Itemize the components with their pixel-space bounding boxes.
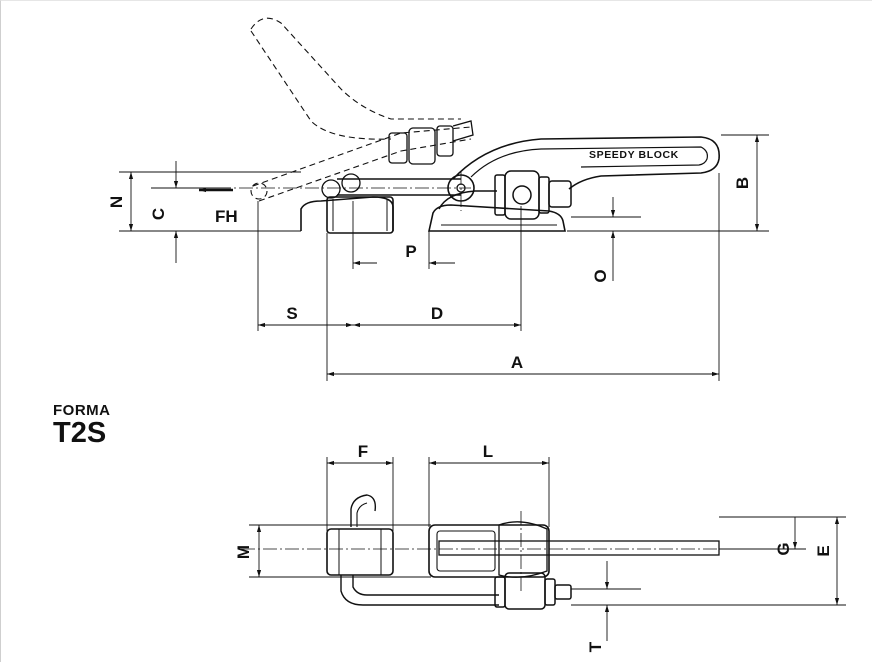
dim-T: T	[586, 641, 605, 652]
top-view	[241, 494, 761, 610]
open-handle-phantom	[250, 17, 472, 202]
dim-S: S	[286, 304, 297, 323]
dim-N: N	[107, 196, 126, 208]
force-label: FH	[215, 207, 238, 226]
base-plate	[428, 204, 566, 232]
clamp-body	[428, 524, 550, 578]
strap-rod	[337, 178, 461, 196]
hook-head	[326, 528, 394, 576]
dim-B: B	[733, 177, 752, 189]
closed-lever	[452, 136, 720, 190]
side-view	[151, 17, 720, 234]
lock-nut	[494, 170, 572, 220]
hook-curve	[350, 494, 377, 527]
hook-block	[326, 196, 394, 234]
dim-L: L	[483, 442, 493, 461]
dim-A: A	[511, 353, 523, 372]
phantom-nut	[388, 120, 474, 165]
form-model: T2S	[53, 417, 107, 449]
side-dimensions	[119, 134, 769, 381]
brand-label: SPEEDY BLOCK	[589, 149, 679, 161]
dim-F: F	[358, 442, 368, 461]
dim-M: M	[234, 545, 253, 559]
dim-G: G	[774, 542, 793, 555]
tension-rod	[438, 540, 720, 556]
top-nut	[494, 572, 572, 610]
dim-C: C	[149, 208, 168, 220]
form-title: FORMA T2S	[53, 403, 111, 448]
form-word: FORMA	[53, 402, 111, 419]
dim-E: E	[814, 545, 833, 556]
dim-P: P	[405, 242, 416, 261]
dim-D: D	[431, 304, 443, 323]
strap-bent	[340, 575, 499, 606]
top-dimensions	[249, 457, 846, 641]
dim-O: O	[591, 269, 610, 282]
hook-body	[300, 196, 394, 231]
